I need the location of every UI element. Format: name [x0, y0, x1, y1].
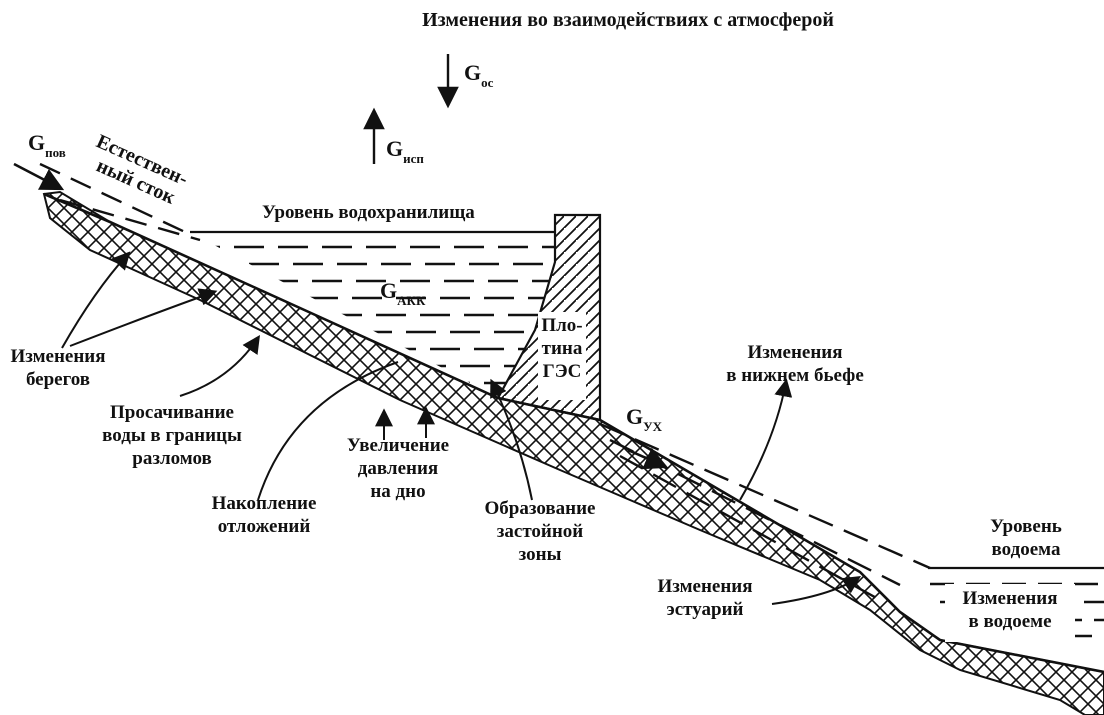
- svg-text:Уровень: Уровень: [990, 516, 1062, 537]
- g-ukh-arrow: [627, 447, 669, 470]
- svg-text:в нижнем бьефе: в нижнем бьефе: [726, 365, 864, 386]
- g-akk-label: GАКК: [380, 278, 426, 308]
- water-body: [928, 566, 1104, 642]
- g-ukh-label: GУХ: [626, 404, 663, 434]
- reservoir-level-label: Уровень водохранилища: [262, 202, 475, 223]
- svg-text:Изменения: Изменения: [747, 342, 842, 363]
- pressure-label: Увеличение давления на дно: [347, 435, 449, 502]
- diagram-title: Изменения во взаимодействиях с атмосферо…: [422, 9, 834, 31]
- natural-runoff-flow: [39, 162, 201, 242]
- seepage-label: Просачивание воды в границы разломов: [102, 402, 242, 469]
- svg-text:эстуарий: эстуарий: [667, 599, 744, 620]
- svg-text:застойной: застойной: [497, 521, 584, 542]
- bank-changes-label: Изменения берегов: [10, 346, 105, 390]
- g-pov-arrow: [13, 162, 65, 191]
- svg-text:Накопление: Накопление: [212, 493, 317, 514]
- svg-text:водоема: водоема: [992, 539, 1061, 560]
- natural-runoff-label: Естествен- ный сток: [93, 130, 191, 208]
- svg-text:отложений: отложений: [218, 516, 311, 537]
- svg-text:Изменения: Изменения: [10, 346, 105, 367]
- svg-text:Пло-: Пло-: [541, 315, 582, 336]
- g-isp-label: Gисп: [386, 136, 424, 166]
- waterbody-level-label: Уровень водоема: [990, 516, 1062, 560]
- svg-text:берегов: берегов: [26, 369, 90, 390]
- waterbody-changes-label: Изменения в водоеме: [962, 588, 1057, 632]
- svg-text:зоны: зоны: [519, 544, 562, 565]
- lower-pool-changes-label: Изменения в нижнем бьефе: [726, 342, 864, 386]
- g-os-label: Gос: [464, 60, 494, 90]
- dam-label: Пло- тина ГЭС: [541, 315, 582, 382]
- svg-text:Изменения: Изменения: [962, 588, 1057, 609]
- stagnant-zone-label: Образование застойной зоны: [485, 498, 596, 565]
- svg-text:Просачивание: Просачивание: [110, 402, 234, 423]
- estuary-changes-label: Изменения эстуарий: [657, 576, 752, 620]
- callout-lines: [61, 251, 862, 605]
- svg-text:Изменения: Изменения: [657, 576, 752, 597]
- svg-text:воды в границы: воды в границы: [102, 425, 242, 446]
- svg-text:Образование: Образование: [485, 498, 596, 519]
- sediment-label: Накопление отложений: [212, 493, 317, 537]
- svg-text:на дно: на дно: [370, 481, 425, 502]
- svg-text:Увеличение: Увеличение: [347, 435, 449, 456]
- svg-text:давления: давления: [358, 458, 438, 479]
- svg-text:ГЭС: ГЭС: [543, 361, 582, 382]
- svg-text:в водоеме: в водоеме: [968, 611, 1051, 632]
- svg-text:тина: тина: [542, 338, 583, 359]
- svg-text:разломов: разломов: [132, 448, 211, 469]
- g-pov-label: Gпов: [28, 130, 66, 160]
